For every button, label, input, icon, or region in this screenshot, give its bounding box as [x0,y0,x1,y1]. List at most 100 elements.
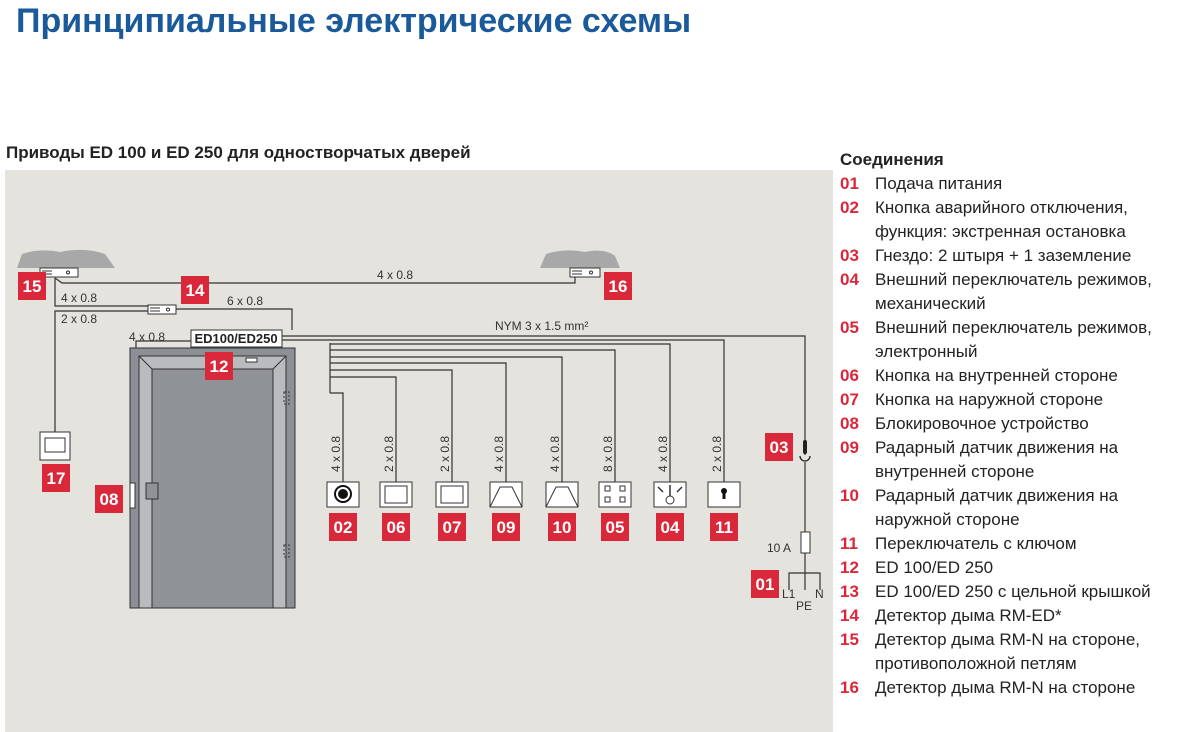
ceiling-left [17,249,115,268]
l1-label: L1 [782,587,796,601]
display-box-icon [39,431,71,461]
legend-number: 10 [840,486,859,505]
device-02: 4 x 0.8 02 [326,436,360,541]
badge-02: 02 [329,513,357,541]
badge-04: 04 [656,513,684,541]
badge-12: 12 [205,352,233,380]
badge-03: 03 [765,433,793,461]
svg-text:02: 02 [334,518,353,537]
legend-number: 04 [840,270,859,289]
legend-text: ED 100/ED 250 [875,558,994,577]
badge-10: 10 [548,513,576,541]
legend-number: 08 [840,414,859,433]
wire-label: 6 x 0.8 [227,294,263,308]
legend-text: Гнездо: 2 штыря + 1 заземление [875,246,1132,265]
device-07: 2 x 0.8 07 [435,436,469,541]
badge-08: 08 [95,485,123,513]
legend-text: Кнопка на внутренней стороне [875,366,1118,385]
legend-item: 08 Блокировочное устройство [840,412,1197,436]
legend-item: 10 Радарный датчик движения на наружной с… [840,484,1197,532]
legend-text: Блокировочное устройство [875,414,1089,433]
legend-item: 13 ED 100/ED 250 с цельной крышкой [840,580,1197,604]
legend-item: 01 Подача питания [840,172,1197,196]
wire-label: 4 x 0.8 [656,436,670,472]
svg-text:15: 15 [23,277,42,296]
device-05: 8 x 0.8 05 [598,436,632,541]
svg-text:08: 08 [100,490,119,509]
wire-label: 2 x 0.8 [61,312,97,326]
socket-plug-icon [803,440,807,454]
badge-07: 07 [438,513,466,541]
radar-icon [545,481,579,508]
badge-05: 05 [601,513,629,541]
wire-label: 4 x 0.8 [492,436,506,472]
legend-number: 07 [840,390,859,409]
legend-heading: Соединения [840,150,944,169]
legend-number: 13 [840,582,859,601]
wire-label: 4 x 0.8 [129,330,165,344]
svg-text:12: 12 [210,357,229,376]
legend-text: Детектор дыма RM-ED* [875,606,1062,625]
svg-text:10: 10 [553,518,572,537]
legend-number: 16 [840,678,859,697]
fuse-label: 10 A [767,541,791,555]
legend-text: Радарный датчик движения на наружной сто… [875,486,1119,529]
wire-label: 2 x 0.8 [382,436,396,472]
smoke-detector-icon [147,304,177,315]
legend-number: 15 [840,630,859,649]
operator-label: ED100/ED250 [194,331,277,346]
wire-label: 4 x 0.8 [548,436,562,472]
wiring-diagram: ED100/ED250 4 x 0.8 4 x 0.8 6 x 0.8 2 x … [17,249,824,613]
wire-label: 8 x 0.8 [601,436,615,472]
legend-text: Радарный датчик движения на внутренней с… [875,438,1119,481]
radar-icon [489,481,523,508]
badge-17: 17 [42,464,70,492]
legend-text: Подача питания [875,174,1003,193]
svg-text:09: 09 [497,518,516,537]
badge-06: 06 [382,513,410,541]
badge-01: 01 [751,570,779,598]
n-label: N [815,587,824,601]
badge-14: 14 [181,276,209,304]
door [129,347,296,609]
legend-text: Детектор дыма RM-N на стороне, противопо… [875,630,1141,673]
legend-number: 05 [840,318,859,337]
device-06: 2 x 0.8 06 [379,436,413,541]
svg-text:11: 11 [715,518,733,537]
smoke-detector-icon [569,267,601,278]
wire-label: 4 x 0.8 [61,291,97,305]
svg-text:01: 01 [756,575,775,594]
svg-text:06: 06 [387,518,406,537]
legend-item: 03 Гнездо: 2 штыря + 1 заземление [840,244,1197,268]
svg-text:04: 04 [661,518,680,537]
legend-text: Кнопка на наружной стороне [875,390,1104,409]
wire-label: 4 x 0.8 [329,436,343,472]
wire-label: 2 x 0.8 [438,436,452,472]
wire-label: NYM 3 x 1.5 mm² [495,319,588,333]
socket-icon [799,455,811,462]
svg-text:03: 03 [770,438,789,457]
wire-label: 4 x 0.8 [377,268,413,282]
legend-number: 03 [840,246,859,265]
ceiling-right [540,250,620,268]
legend-number: 09 [840,438,859,457]
legend-number: 02 [840,198,859,217]
badge-11: 11 [710,513,738,541]
wire-label: 2 x 0.8 [710,436,724,472]
legend-item: 05 Внешний переключатель режимов, электро… [840,316,1197,364]
legend-text: Внешний переключатель режимов, электронн… [875,318,1152,361]
legend-text: Переключатель с ключом [875,534,1077,553]
legend-number: 01 [840,174,859,193]
legend-text: ED 100/ED 250 с цельной крышкой [875,582,1151,601]
pe-label: PE [796,599,812,613]
svg-text:07: 07 [443,518,462,537]
svg-text:05: 05 [606,518,625,537]
svg-text:14: 14 [186,281,205,300]
